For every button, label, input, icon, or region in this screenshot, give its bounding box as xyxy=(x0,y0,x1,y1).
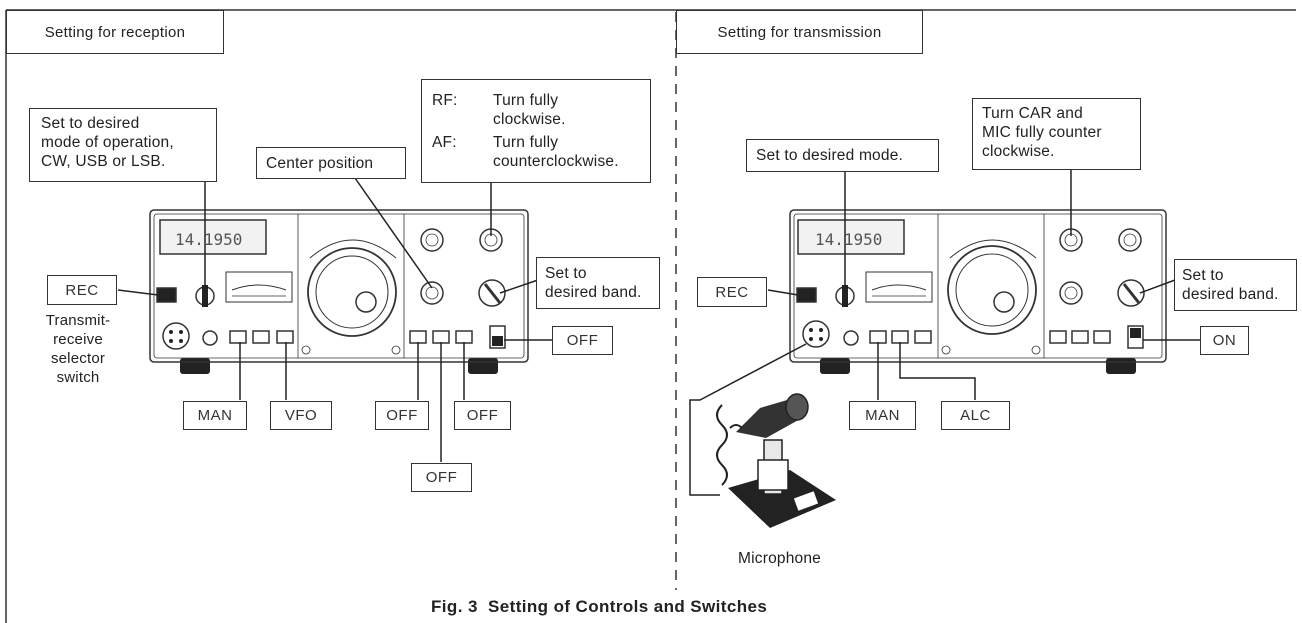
rf-af-callout-box: RF: Turn fully clockwise. AF: Turn fully… xyxy=(421,79,651,183)
leader-lines-reception xyxy=(117,177,552,462)
af-label: AF: xyxy=(432,134,457,151)
alc-tag: ALC xyxy=(941,401,1010,430)
band-callout-text-reception: Set to desired band. xyxy=(545,265,642,301)
off-tag-middle: OFF xyxy=(411,463,472,492)
selector-switch-caption: Transmit- receive selector switch xyxy=(45,312,111,386)
mode-callout-text-transmission: Set to desired mode. xyxy=(756,147,904,164)
af-instruction: Turn fully counterclockwise. xyxy=(493,134,619,170)
band-callout-box-transmission: Set to desired band. xyxy=(1174,259,1297,311)
figure-caption: Fig. 3 Setting of Controls and Switches xyxy=(431,597,768,616)
rf-label: RF: xyxy=(432,92,458,109)
car-mic-callout-text: Turn CAR and MIC fully counter clockwise… xyxy=(982,105,1102,160)
microphone-illustration xyxy=(716,393,836,528)
man-tag-reception: MAN xyxy=(183,401,247,430)
display-readout-left: 14.1950 xyxy=(175,230,242,249)
mode-callout-box: Set to desired mode of operation, CW, US… xyxy=(29,108,217,182)
man-tag-transmission: MAN xyxy=(849,401,916,430)
center-callout-text: Center position xyxy=(266,155,374,172)
reception-panel-title: Setting for reception xyxy=(6,10,224,54)
power-on-tag: ON xyxy=(1200,326,1249,355)
mode-callout-text: Set to desired mode of operation, CW, US… xyxy=(41,115,174,170)
rec-tag-transmission: REC xyxy=(697,277,767,307)
display-readout-right: 14.1950 xyxy=(815,230,882,249)
off-tag-right: OFF xyxy=(454,401,511,430)
transmission-panel-title: Setting for transmission xyxy=(676,10,923,54)
center-callout-box: Center position xyxy=(256,147,406,179)
band-callout-text-transmission: Set to desired band. xyxy=(1182,267,1279,303)
band-callout-box-reception: Set to desired band. xyxy=(536,257,660,309)
rec-tag-reception: REC xyxy=(47,275,117,305)
microphone-caption: Microphone xyxy=(738,550,821,567)
vfo-tag: VFO xyxy=(270,401,332,430)
leader-lines-transmission xyxy=(689,168,1200,496)
mode-callout-box-transmission: Set to desired mode. xyxy=(746,139,939,172)
car-mic-callout-box: Turn CAR and MIC fully counter clockwise… xyxy=(972,98,1141,170)
off-tag-left: OFF xyxy=(375,401,429,430)
radio-transceiver-reception xyxy=(149,209,529,374)
radio-transceiver-transmission xyxy=(789,209,1167,374)
rf-instruction: Turn fully clockwise. xyxy=(493,92,566,128)
power-off-tag: OFF xyxy=(552,326,613,355)
